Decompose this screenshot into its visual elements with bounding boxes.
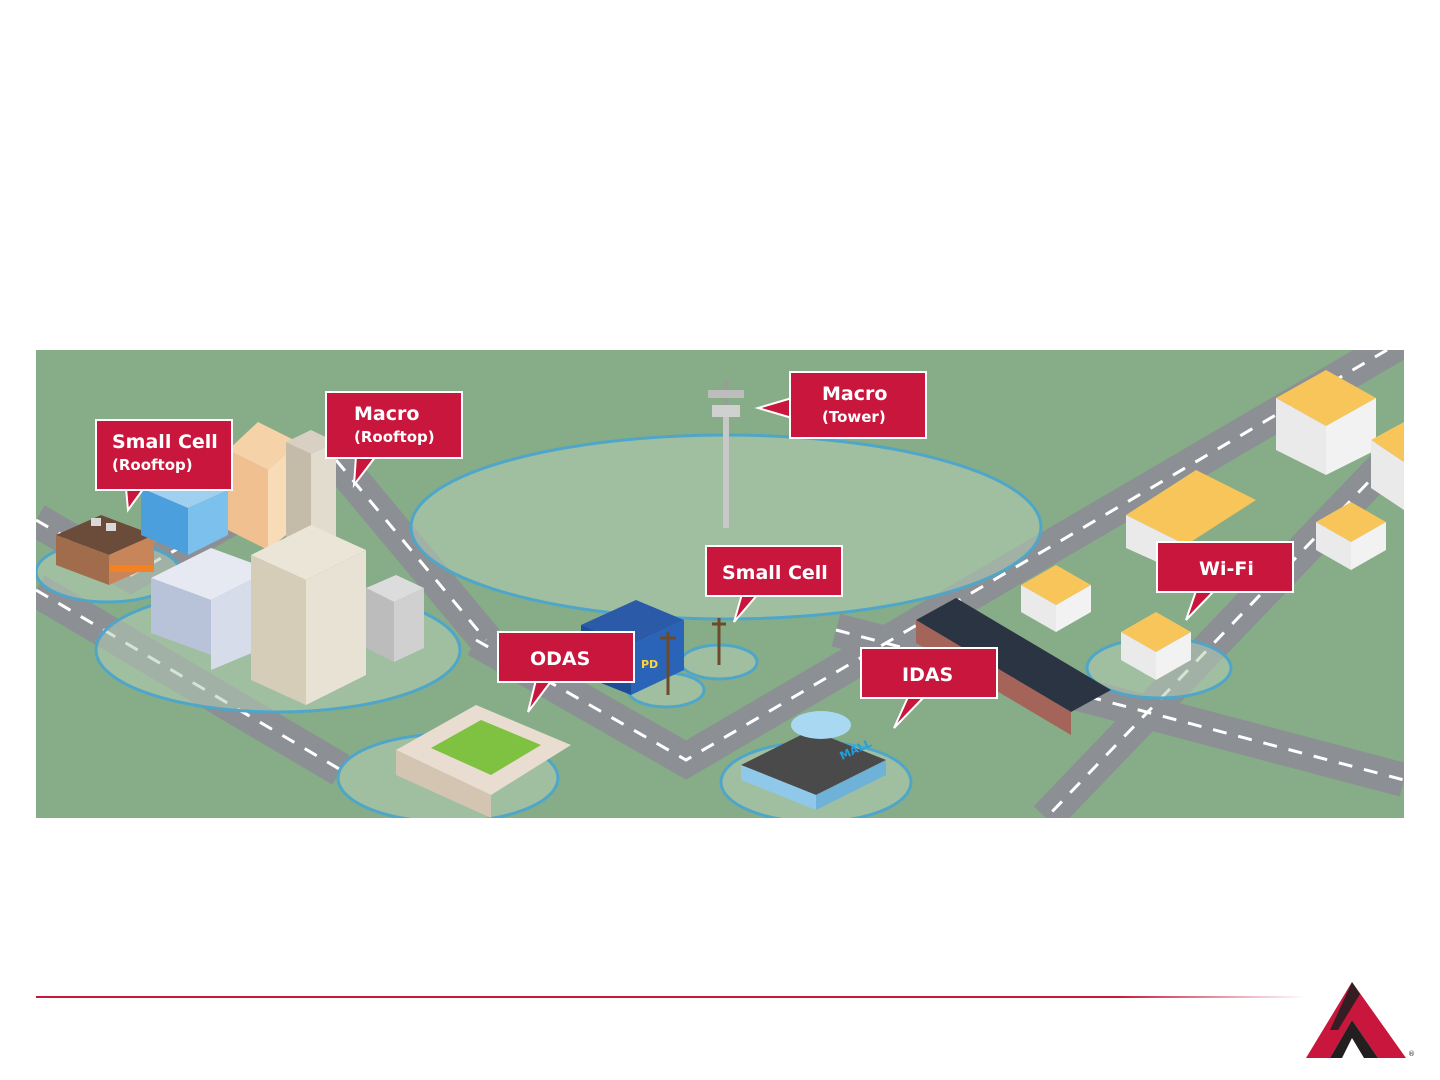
callout-wifi-title: Wi-Fi	[1199, 558, 1254, 580]
callout-macro-rooftop-title: Macro	[354, 403, 419, 425]
callout-idas-title: IDAS	[902, 664, 953, 686]
callout-small-cell-rooftop-title: Small Cell	[112, 431, 218, 453]
svg-text:®: ®	[1408, 1050, 1415, 1058]
footer-divider	[36, 996, 1306, 998]
network-map-illustration: PD MALL	[36, 350, 1404, 818]
callout-macro-rooftop-subtitle: (Rooftop)	[354, 428, 435, 446]
callout-macro-tower-title: Macro	[822, 383, 887, 405]
company-logo-icon: ®	[1300, 980, 1424, 1064]
callout-small-cell-title: Small Cell	[722, 562, 828, 584]
callout-small-cell-rooftop-subtitle: (Rooftop)	[112, 456, 193, 474]
callout-odas-title: ODAS	[530, 648, 590, 670]
callout-macro-tower-subtitle: (Tower)	[822, 408, 886, 426]
police-sign: PD	[641, 658, 658, 671]
